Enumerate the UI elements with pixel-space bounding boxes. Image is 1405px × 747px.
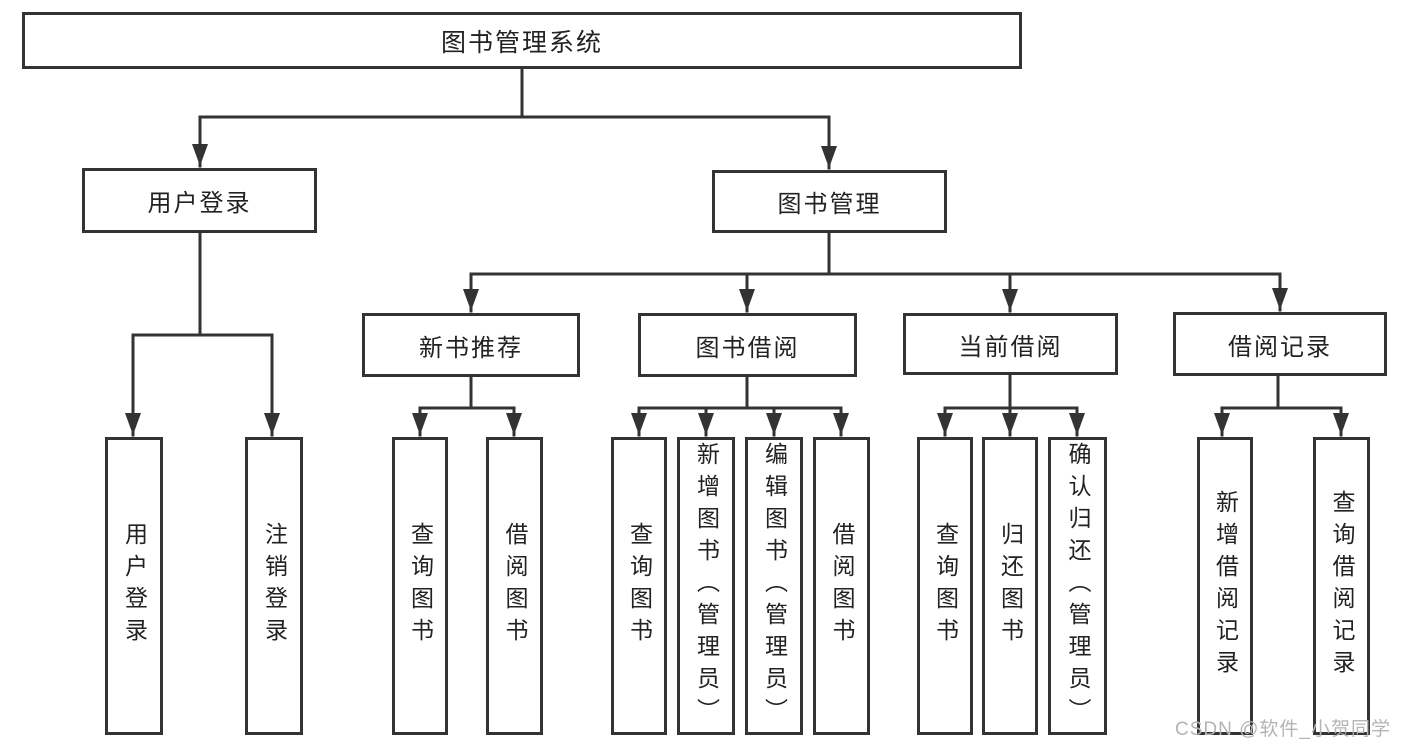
node-new-book-recommendation: 新书推荐 bbox=[362, 313, 580, 377]
leaf-query-books-borrow: 查询图书 bbox=[611, 437, 667, 735]
node-book-management: 图书管理 bbox=[712, 170, 947, 233]
leaf-logout: 注销登录 bbox=[245, 437, 303, 735]
leaf-query-books-recommend-label: 查询图书 bbox=[407, 522, 434, 650]
leaf-add-book-admin: 新增图书（管理员） bbox=[677, 437, 735, 735]
leaf-logout-label: 注销登录 bbox=[261, 522, 288, 650]
leaf-user-login: 用户登录 bbox=[105, 437, 163, 735]
leaf-borrow-books-recommend: 借阅图书 bbox=[486, 437, 543, 735]
leaf-borrow-books-label: 借阅图书 bbox=[829, 522, 855, 650]
node-book-borrowing: 图书借阅 bbox=[638, 313, 857, 377]
leaf-add-book-admin-label: 新增图书（管理员） bbox=[693, 442, 720, 730]
node-library-management-system: 图书管理系统 bbox=[22, 12, 1022, 69]
leaf-add-borrow-record: 新增借阅记录 bbox=[1197, 437, 1253, 735]
leaf-edit-book-admin: 编辑图书（管理员） bbox=[745, 437, 803, 735]
leaf-return-books-label: 归还图书 bbox=[997, 522, 1024, 650]
leaf-user-login-label: 用户登录 bbox=[121, 522, 148, 650]
leaf-borrow-books: 借阅图书 bbox=[813, 437, 870, 735]
node-current-borrowing: 当前借阅 bbox=[903, 313, 1118, 375]
leaf-confirm-return-admin-label: 确认归还（管理员） bbox=[1065, 442, 1091, 730]
leaf-query-books-borrow-label: 查询图书 bbox=[626, 522, 653, 650]
leaf-confirm-return-admin: 确认归还（管理员） bbox=[1048, 437, 1107, 735]
leaf-add-borrow-record-label: 新增借阅记录 bbox=[1212, 490, 1239, 682]
leaf-query-books-current-label: 查询图书 bbox=[932, 522, 959, 650]
leaf-query-books-recommend: 查询图书 bbox=[392, 437, 448, 735]
leaf-query-borrow-record-label: 查询借阅记录 bbox=[1329, 490, 1355, 682]
leaf-query-books-current: 查询图书 bbox=[917, 437, 973, 735]
csdn-watermark: CSDN @软件_小贺同学 bbox=[1175, 719, 1391, 740]
node-user-login: 用户登录 bbox=[82, 168, 317, 233]
leaf-return-books: 归还图书 bbox=[982, 437, 1038, 735]
leaf-query-borrow-record: 查询借阅记录 bbox=[1313, 437, 1370, 735]
leaf-edit-book-admin-label: 编辑图书（管理员） bbox=[761, 442, 788, 730]
node-borrowing-records: 借阅记录 bbox=[1173, 312, 1387, 376]
leaf-borrow-books-recommend-label: 借阅图书 bbox=[502, 522, 528, 650]
